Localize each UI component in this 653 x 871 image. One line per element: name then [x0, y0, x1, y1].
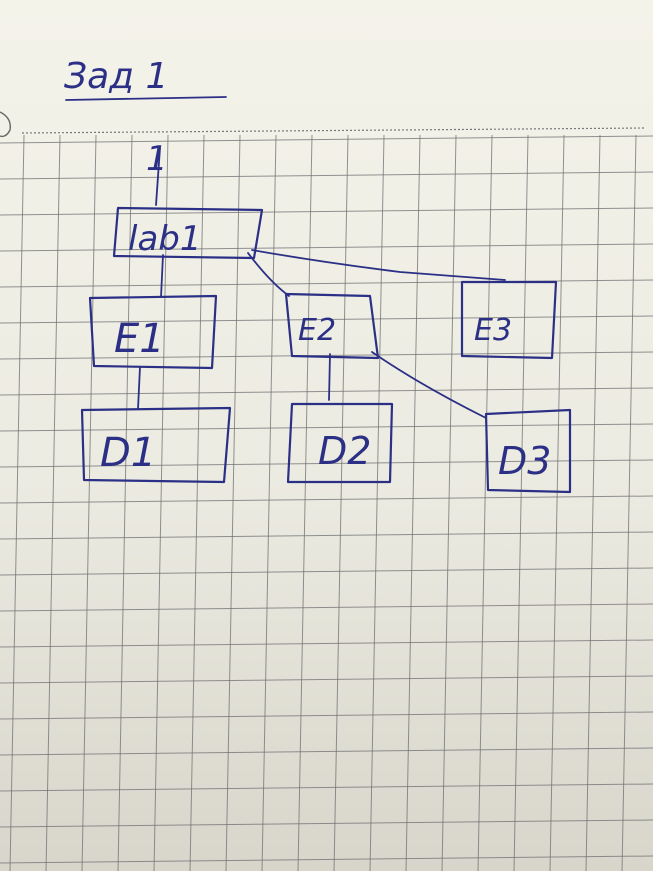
grid-line-horizontal	[0, 531, 653, 540]
grid-line-horizontal	[0, 135, 653, 144]
node-label-E2: E2	[298, 313, 336, 348]
node-box-E2	[284, 292, 380, 360]
edge-lab1-E3	[251, 249, 506, 281]
grid-line-horizontal	[0, 855, 653, 864]
grid-line-vertical	[261, 134, 277, 871]
grid-line-vertical	[441, 134, 457, 871]
top-marker: 1	[146, 139, 168, 179]
page-title: Зад 1	[64, 56, 168, 97]
grid-line-horizontal	[0, 207, 653, 216]
grid-line-horizontal	[0, 495, 653, 504]
node-label-D3: D3	[498, 439, 551, 483]
edge-E2-D3	[371, 351, 487, 419]
node-box-E3	[460, 280, 558, 360]
grid-line-horizontal	[0, 747, 653, 756]
grid-line-vertical	[117, 134, 133, 871]
grid-line-horizontal	[0, 315, 653, 324]
node-label-E3: E3	[474, 313, 512, 348]
grid-line-vertical	[45, 134, 61, 871]
grid-line-horizontal	[0, 459, 653, 468]
node-label-D1: D1	[100, 430, 156, 476]
grid-line-horizontal	[0, 243, 653, 252]
grid-line-horizontal	[0, 567, 653, 576]
grid-line-vertical	[333, 134, 349, 871]
node-label-D2: D2	[318, 429, 371, 473]
grid-line-horizontal	[0, 675, 653, 684]
grid-line-horizontal	[0, 639, 653, 648]
root-arrow	[155, 147, 161, 206]
title-underline	[65, 96, 227, 101]
grid-line-horizontal	[0, 603, 653, 612]
grid-line-vertical	[549, 134, 565, 871]
grid-line-vertical	[477, 134, 493, 871]
edge-E1-D1	[137, 366, 141, 410]
node-box-D3	[484, 408, 572, 494]
edge-lab1-E1	[160, 254, 164, 298]
node-label-lab1: lab1	[128, 219, 202, 259]
grid-line-vertical	[369, 134, 385, 871]
grid-line-vertical	[81, 134, 97, 871]
grid-line-vertical	[513, 134, 529, 871]
grid-line-horizontal	[0, 783, 653, 792]
grid-line-horizontal	[0, 171, 653, 180]
corner-doodle	[0, 111, 11, 138]
grid-line-horizontal	[0, 819, 653, 828]
edge-lab1-E2	[247, 252, 290, 297]
grid-line-horizontal	[0, 351, 653, 360]
node-box-D2	[286, 402, 394, 484]
grid-line-horizontal	[0, 711, 653, 720]
node-box-lab1	[112, 206, 264, 260]
node-box-D1	[80, 406, 232, 484]
grid-line-vertical	[405, 134, 421, 871]
grid-line-vertical	[297, 134, 313, 871]
grid-line-horizontal	[0, 387, 653, 396]
node-box-E1	[88, 294, 218, 370]
node-label-E1: E1	[114, 316, 165, 362]
grid-line-horizontal	[0, 423, 653, 432]
edge-E2-D2	[328, 353, 331, 401]
